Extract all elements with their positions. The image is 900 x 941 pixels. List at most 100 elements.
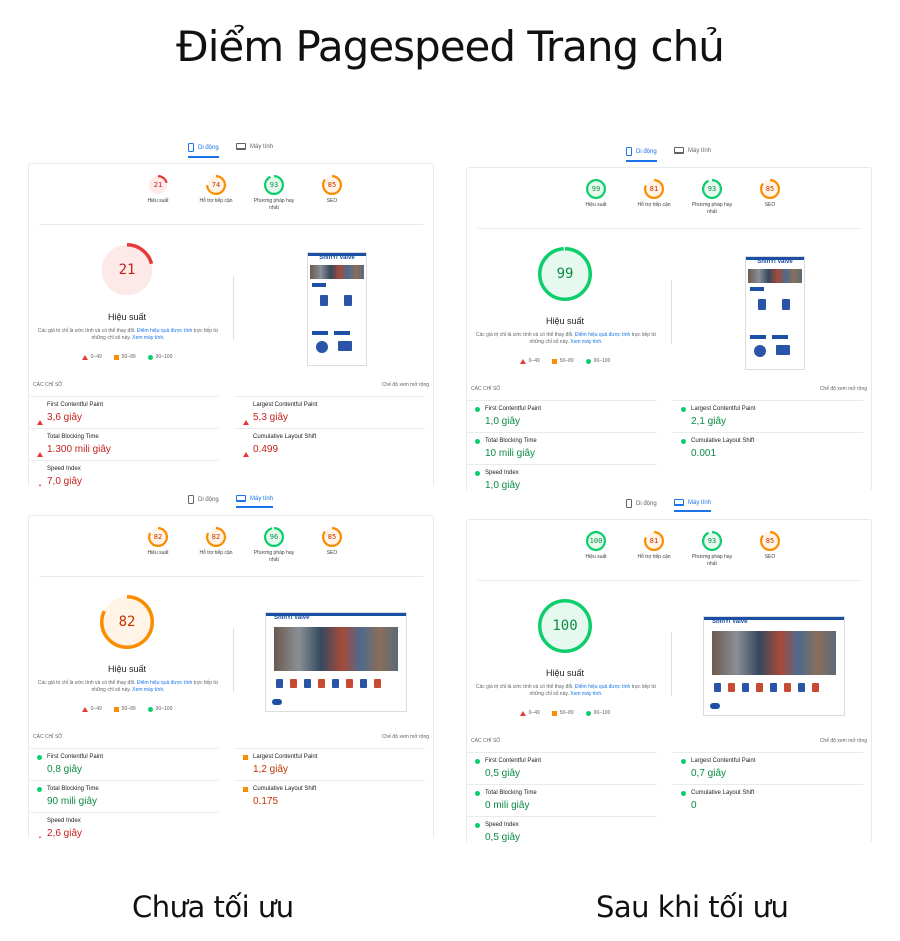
tab-desktop[interactable]: Máy tính	[674, 499, 712, 512]
metric-value: 5,3 giây	[253, 412, 289, 423]
metric-name: Total Blocking Time	[47, 786, 99, 792]
calc-link[interactable]: Điểm hiệu quả được tính	[137, 328, 193, 334]
square-icon	[113, 706, 119, 712]
estimate-note: Các giá trị chỉ là ước tính và có thể th…	[475, 684, 657, 698]
tab-desktop[interactable]: Máy tính	[674, 147, 711, 158]
category-label: Phương pháp hay nhất	[691, 202, 733, 215]
status-icon	[475, 439, 480, 444]
caption-before: Chưa tối ưu	[132, 890, 294, 924]
square-icon	[551, 358, 557, 364]
expand-view-toggle[interactable]: Chế độ xem mở rộng	[819, 738, 867, 744]
vertical-divider	[671, 280, 672, 344]
metric-name: First Contentful Paint	[485, 758, 542, 764]
tab-mobile[interactable]: Di động	[188, 495, 219, 508]
category-label: Hỗ trợ tiếp cận	[199, 198, 233, 204]
device-tabs: Di động Máy tính	[466, 499, 872, 523]
laptop-icon	[674, 499, 684, 506]
divider	[477, 580, 861, 581]
calculator-link[interactable]: Xem máy tính.	[570, 339, 603, 345]
calc-link[interactable]: Điểm hiệu quả được tính	[137, 680, 193, 686]
tab-desktop[interactable]: Máy tính	[236, 495, 274, 508]
circle-icon	[147, 354, 153, 360]
metric-name: Cumulative Layout Shift	[691, 438, 755, 444]
expand-view-toggle[interactable]: Chế độ xem mở rộng	[381, 734, 429, 740]
vertical-divider	[671, 632, 672, 696]
device-tabs: Di động Máy tính	[28, 495, 434, 519]
tab-mobile[interactable]: Di động	[626, 499, 657, 512]
calculator-link[interactable]: Xem máy tính.	[570, 691, 603, 697]
tab-mobile[interactable]: Di động	[626, 147, 657, 162]
svg-text:21: 21	[119, 262, 136, 278]
expand-view-toggle[interactable]: Chế độ xem mở rộng	[819, 386, 867, 392]
calculator-link[interactable]: Xem máy tính.	[132, 335, 165, 341]
tab-mobile-label: Di động	[636, 148, 657, 155]
calculator-link[interactable]: Xem máy tính.	[132, 687, 165, 693]
expand-view-toggle[interactable]: Chế độ xem mở rộng	[381, 382, 429, 388]
tab-mobile-label: Di động	[636, 500, 657, 507]
status-icon	[681, 759, 686, 764]
metric-name: Speed Index	[485, 470, 519, 476]
note-text: Các giá trị chỉ là ước tính và có thể th…	[475, 684, 574, 690]
metric-value: 0,7 giây	[691, 768, 727, 779]
svg-text:93: 93	[708, 537, 716, 545]
metrics-title: CÁC CHỈ SỐ	[33, 382, 63, 388]
tab-desktop[interactable]: Máy tính	[236, 143, 273, 154]
metric-value: 0,8 giây	[47, 764, 83, 775]
svg-text:93: 93	[708, 185, 716, 193]
status-icon	[475, 791, 480, 796]
status-icon	[681, 407, 686, 412]
laptop-icon	[674, 147, 684, 154]
metric-name: Largest Contentful Paint	[691, 406, 756, 412]
metric-name: Cumulative Layout Shift	[253, 786, 317, 792]
status-icon	[37, 819, 43, 838]
legend-good: 90–100	[593, 358, 611, 364]
performance-title: Hiệu suất	[107, 664, 147, 674]
legend-average: 50–89	[121, 706, 136, 712]
metrics-title: CÁC CHỈ SỐ	[33, 734, 63, 740]
legend-average: 50–89	[559, 358, 574, 364]
tab-mobile[interactable]: Di động	[188, 143, 219, 158]
metric-value: 90 mili giây	[47, 796, 98, 807]
performance-title: Hiệu suất	[545, 316, 585, 326]
phone-icon	[626, 499, 632, 508]
calc-link[interactable]: Điểm hiệu quả được tính	[575, 684, 631, 690]
svg-text:82: 82	[154, 533, 162, 541]
performance-gauge: 21	[99, 242, 155, 298]
tab-desktop-label: Máy tính	[250, 495, 274, 502]
svg-text:93: 93	[270, 181, 278, 189]
calc-link[interactable]: Điểm hiệu quả được tính	[575, 332, 631, 338]
divider	[39, 224, 423, 225]
laptop-icon	[236, 495, 246, 502]
